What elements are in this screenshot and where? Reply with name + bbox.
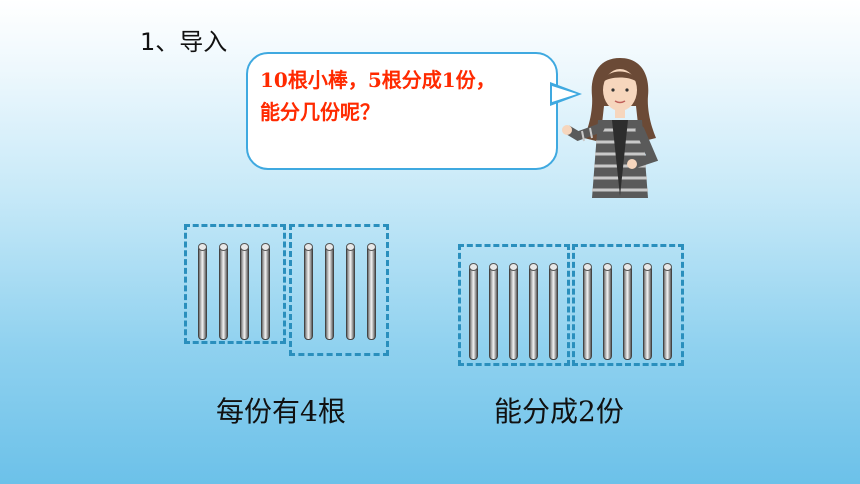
right-caption: 能分成2份 <box>494 395 624 428</box>
stick <box>623 263 632 360</box>
stick <box>469 263 478 360</box>
stick <box>583 263 592 360</box>
speech-bubble-line-1: 10根小棒，5根分成1份， <box>260 68 496 92</box>
left-group-1-box <box>184 224 286 344</box>
stick <box>346 243 355 340</box>
speech-bubble-line-2: 能分几份呢？ <box>260 100 380 124</box>
teacher-illustration <box>562 58 659 198</box>
right-group-2-box <box>572 244 684 366</box>
stick <box>367 243 376 340</box>
left-caption: 每份有4根 <box>216 395 346 428</box>
stick <box>325 243 334 340</box>
stick <box>198 243 207 340</box>
stick <box>663 263 672 360</box>
stick <box>549 263 558 360</box>
speech-bubble: 10根小棒，5根分成1份， 能分几份呢？ <box>246 52 558 170</box>
section-heading: 1、导入 <box>140 28 228 56</box>
stick <box>643 263 652 360</box>
left-group-2-box <box>289 224 389 356</box>
stick <box>304 243 313 340</box>
stick <box>509 263 518 360</box>
stick <box>529 263 538 360</box>
stick <box>489 263 498 360</box>
right-group-1-box <box>458 244 570 366</box>
stick <box>219 243 228 340</box>
speech-bubble-tail-fill <box>552 86 577 102</box>
stick <box>603 263 612 360</box>
stick <box>261 243 270 340</box>
stick <box>240 243 249 340</box>
